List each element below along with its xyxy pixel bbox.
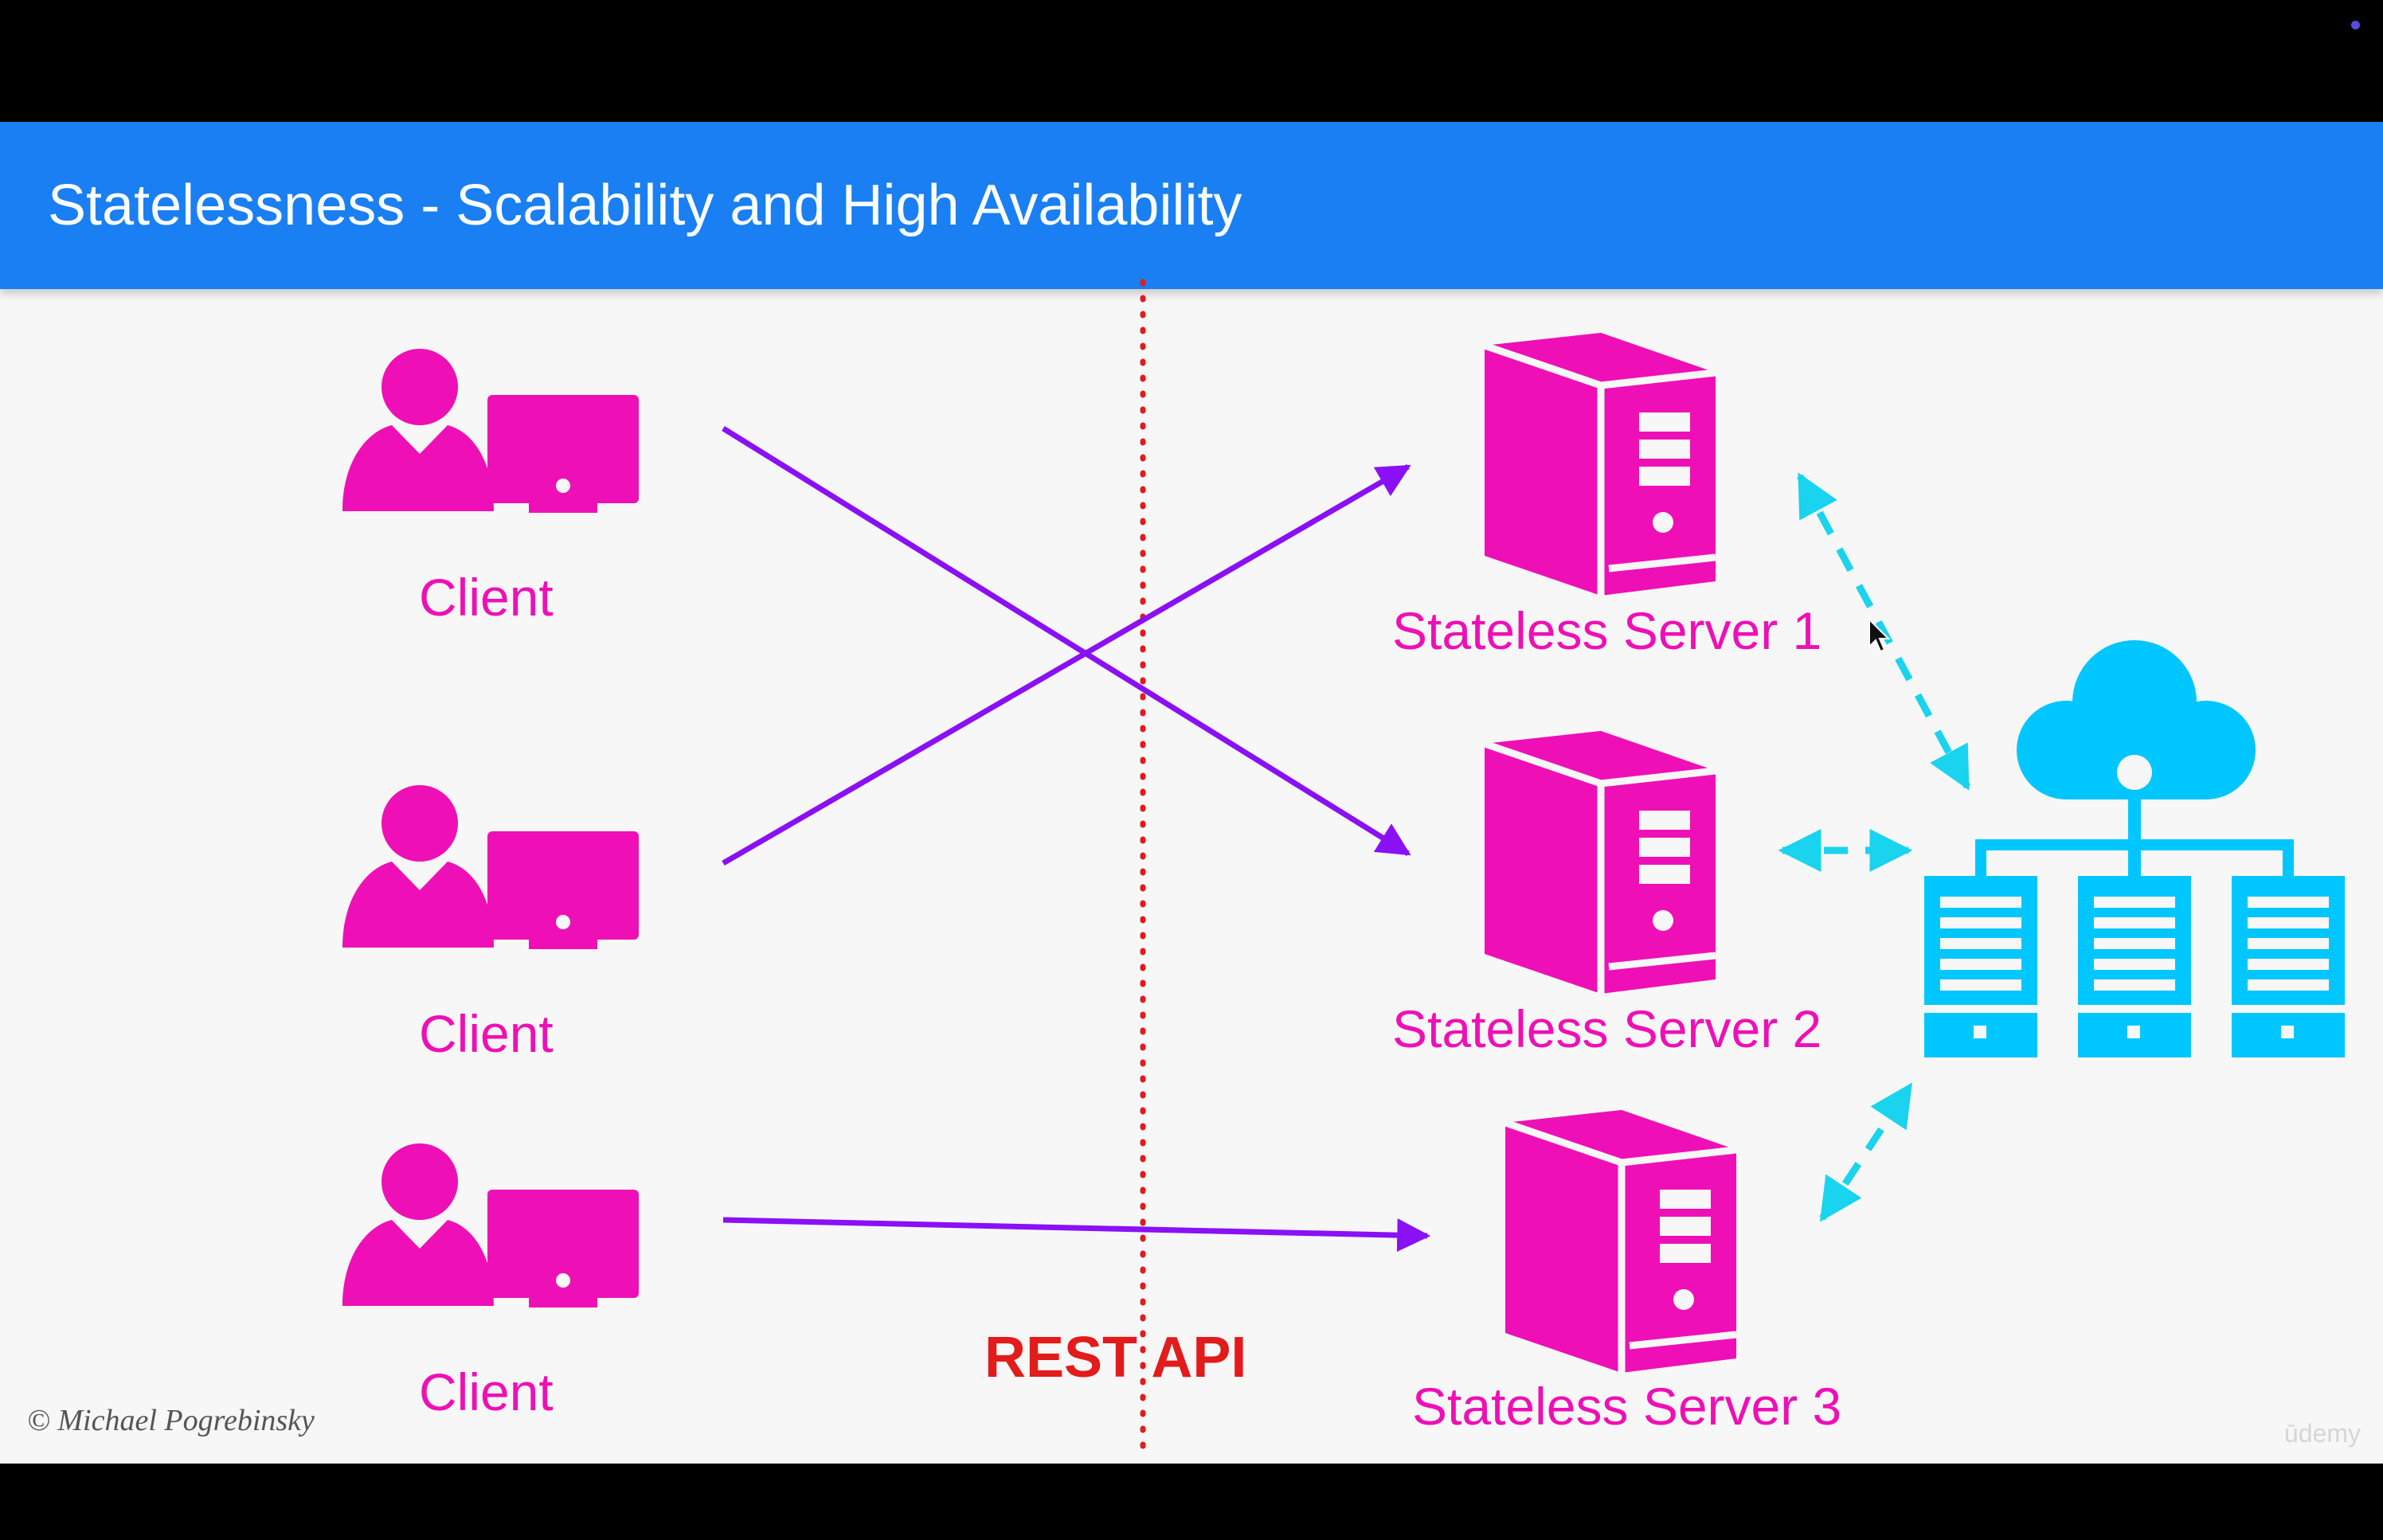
client-2-icon bbox=[342, 785, 639, 949]
storage-rack-1-icon bbox=[1924, 876, 2037, 1057]
link-server1-storage bbox=[1797, 472, 1970, 791]
mouse-cursor-icon bbox=[1868, 617, 1891, 653]
server-3-label: Stateless Server 3 bbox=[1412, 1377, 1842, 1436]
storage-rack-3-icon bbox=[2232, 876, 2345, 1057]
client-2-label: Client bbox=[419, 1004, 554, 1063]
server-2-icon bbox=[1485, 731, 1716, 994]
server-3-icon bbox=[1505, 1110, 1736, 1373]
client-3-label: Client bbox=[419, 1362, 554, 1421]
copyright-text: © Michael Pogrebinsky bbox=[27, 1404, 315, 1437]
link-server3-storage bbox=[1819, 1082, 1913, 1222]
storage-rack-2-icon bbox=[2078, 876, 2191, 1057]
bottom-letterbox bbox=[0, 1464, 2383, 1540]
server-1-icon bbox=[1485, 333, 1716, 596]
slide-title: Statelessness - Scalability and High Ava… bbox=[48, 174, 1242, 237]
request-arrow-client1-server2 bbox=[722, 426, 1411, 856]
client-1-label: Client bbox=[419, 568, 554, 627]
cloud-storage-icon bbox=[1924, 640, 2345, 1057]
request-arrow-client3-server3 bbox=[722, 1217, 1431, 1253]
server-1-label: Stateless Server 1 bbox=[1392, 601, 1822, 660]
client-1-icon bbox=[342, 349, 639, 513]
udemy-watermark: ūdemy bbox=[2284, 1419, 2361, 1448]
request-arrow-client2-server1 bbox=[722, 463, 1411, 866]
rest-api-label: REST API bbox=[984, 1326, 1247, 1390]
top-letterbox bbox=[0, 0, 2383, 122]
server-2-label: Stateless Server 2 bbox=[1392, 999, 1822, 1058]
recording-indicator-icon bbox=[2351, 21, 2360, 29]
slide-header bbox=[0, 122, 2383, 289]
client-3-icon bbox=[342, 1143, 639, 1307]
